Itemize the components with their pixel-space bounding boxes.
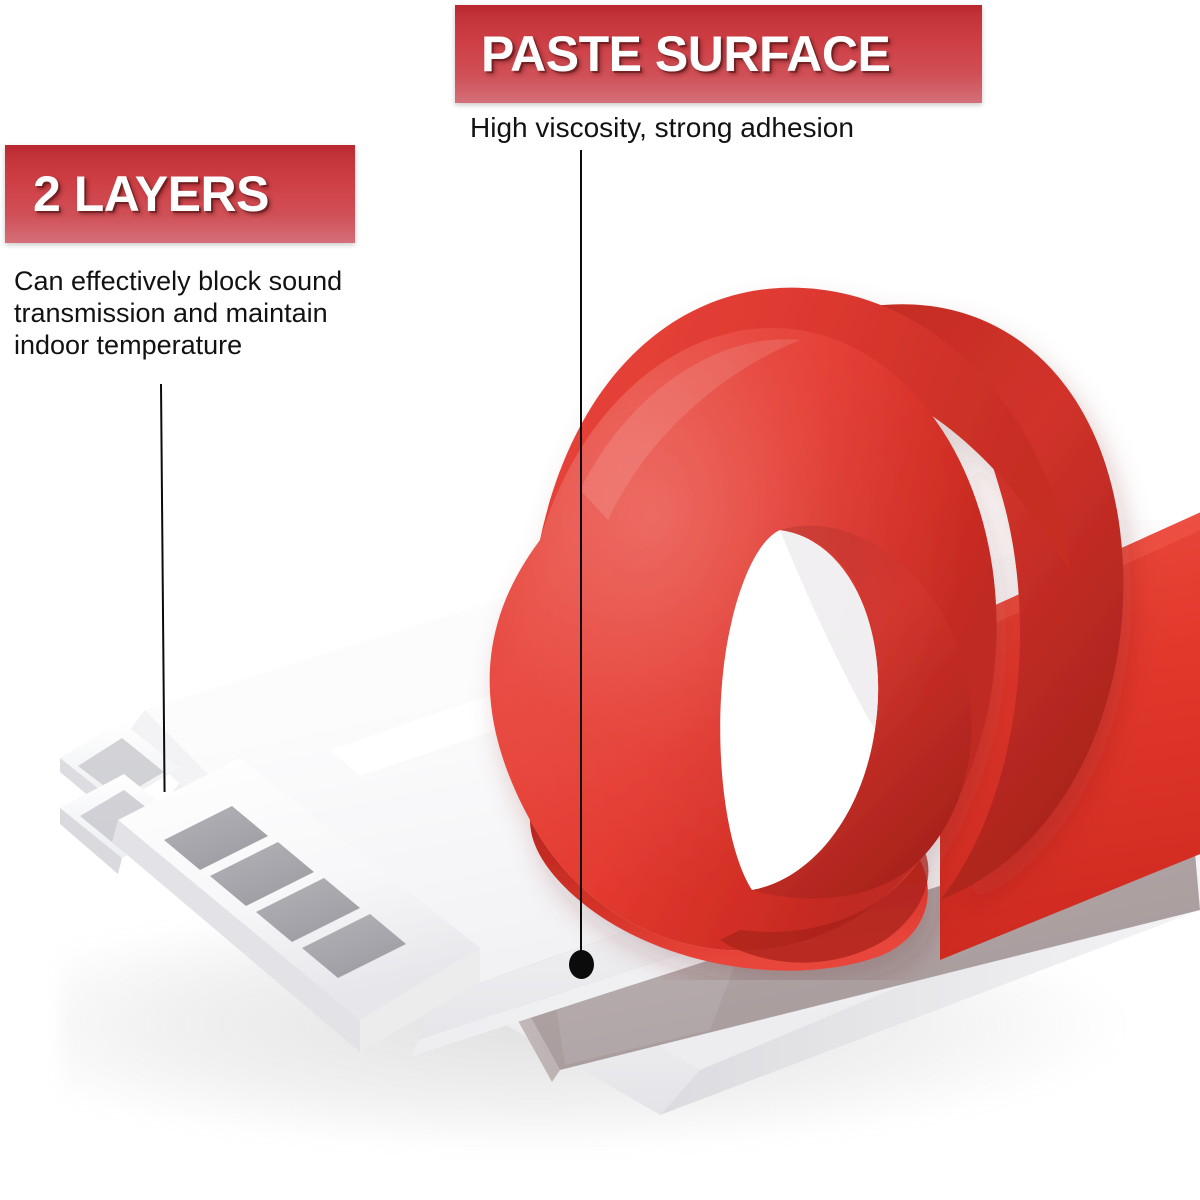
banner-paste-surface: PASTE SURFACE — [455, 5, 982, 103]
caption-paste-surface: High viscosity, strong adhesion — [470, 112, 854, 143]
caption-2-layers: Can effectively block sound transmission… — [14, 266, 343, 360]
banner-2-layers-label: 2 LAYERS — [33, 166, 269, 222]
adhesive-tape-loop — [489, 287, 1124, 971]
hollow-chamber-profile — [60, 722, 480, 1052]
callout-dot-marker — [569, 950, 594, 979]
banner-paste-surface-label: PASTE SURFACE — [481, 26, 891, 82]
callout-line-right — [580, 150, 583, 962]
banner-2-layers: 2 LAYERS — [5, 145, 355, 243]
